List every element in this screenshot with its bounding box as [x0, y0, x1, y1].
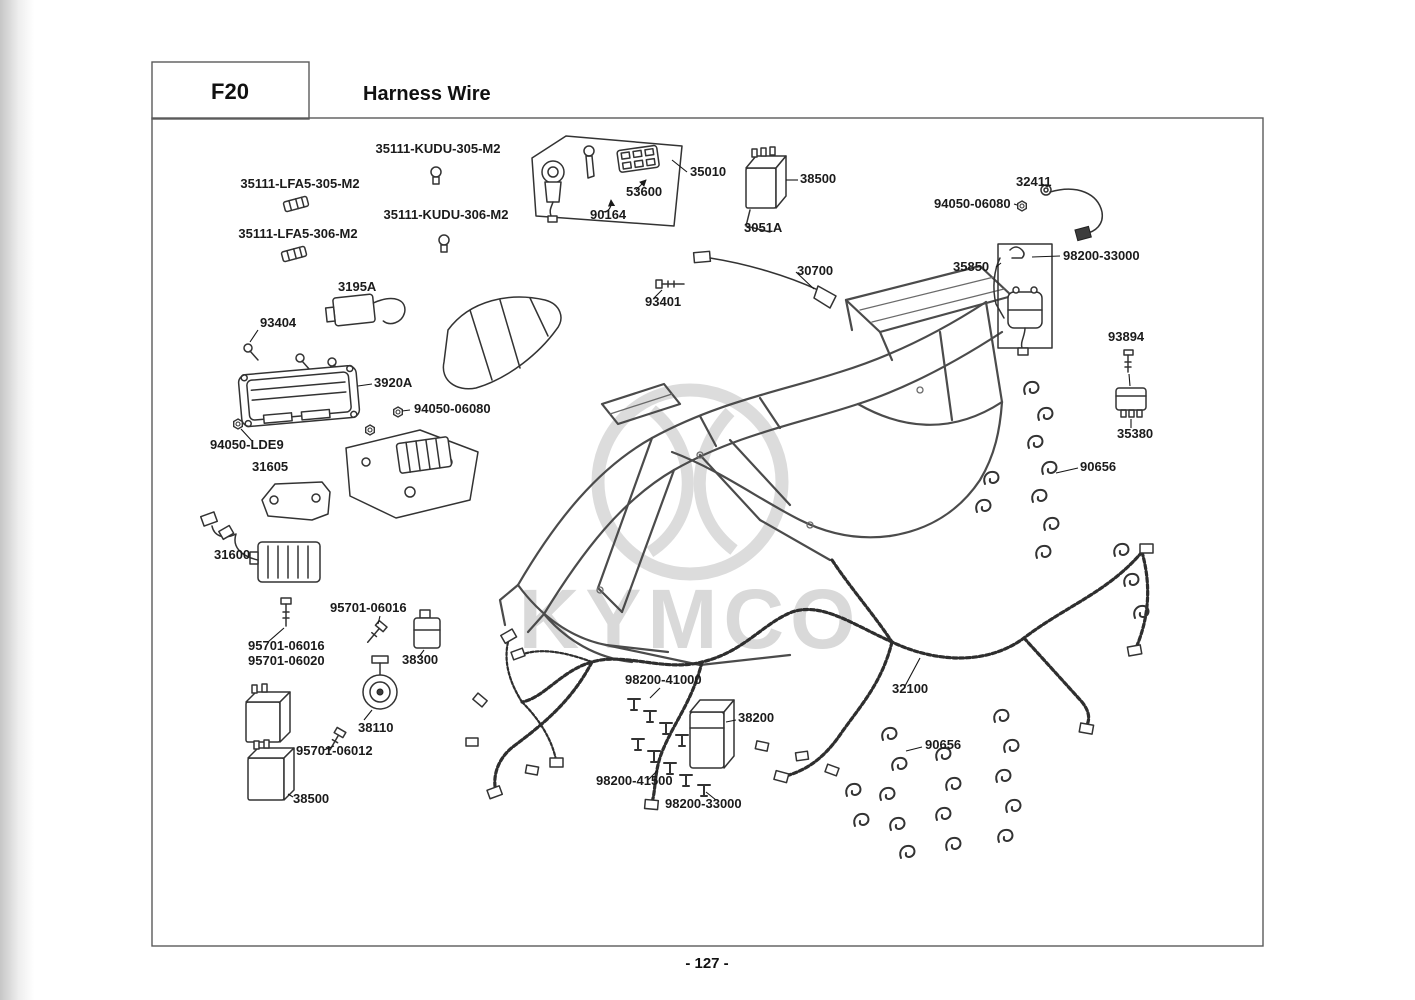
kymco-watermark: KYMCO [519, 383, 862, 666]
part-number-label: 30700 [797, 263, 833, 278]
nut-94050-lde9 [232, 418, 244, 430]
part-number-label: 3051A [744, 220, 783, 235]
cable-30700 [692, 250, 837, 309]
part-number-label: 90656 [1080, 459, 1116, 474]
part-number-label: 94050-06080 [414, 401, 491, 416]
ignition-switch-group [531, 135, 688, 227]
ecu-3920a [237, 364, 361, 428]
part-number-label: 95701-06012 [296, 743, 373, 758]
part-number-label: 53600 [626, 184, 662, 199]
flasher-38300 [413, 609, 441, 659]
part-number-label: 93401 [645, 294, 681, 309]
page-edge-shadow [0, 0, 34, 1000]
relay-38500-bottom-b [247, 739, 295, 801]
leader-lines [647, 183, 1049, 801]
part-number-labels: 35111-KUDU-305-M2 35111-LFA5-305-M2 35111-… [210, 141, 1153, 811]
watermark-text: KYMCO [519, 572, 862, 666]
section-code-box [151, 61, 310, 120]
section-code: F20 [211, 79, 249, 104]
key-icon [583, 145, 595, 179]
screw-93894 [1123, 349, 1134, 373]
cover-shield [442, 296, 562, 390]
part-number-label: 35010 [690, 164, 726, 179]
part-number-label: 94050-LDE9 [210, 437, 284, 452]
part-number-label: 38500 [293, 791, 329, 806]
part-number-label: 31600 [214, 547, 250, 562]
rectifier-31600 [199, 511, 321, 583]
part-number-label: 93894 [1108, 329, 1145, 344]
part-number-label: 32411 [1016, 174, 1051, 189]
unit-3195a [324, 293, 406, 327]
part-number-label: 38300 [402, 652, 438, 667]
atv-frame [498, 264, 1014, 667]
connector-35380 [1115, 373, 1147, 428]
connector-35111-lfa5-306 [280, 245, 308, 263]
battery-cable-32411 [1040, 184, 1104, 242]
part-number-label: 35380 [1117, 426, 1153, 441]
part-number-label: 32100 [892, 681, 928, 696]
part-number-label: 35850 [953, 259, 989, 274]
part-number-label: 98200-41000 [625, 672, 702, 687]
cable-clamps [845, 380, 1150, 859]
relay-38500-bottom-a [245, 683, 291, 743]
part-number-label: 35111-KUDU-305-M2 [375, 141, 500, 156]
part-number-label: 3920A [374, 375, 413, 390]
bolt-93401 [653, 279, 685, 299]
part-number-label: 98200-33000 [665, 796, 742, 811]
plate-31605 [261, 481, 331, 521]
nut-extra [365, 424, 375, 436]
relay-38500-top [745, 146, 798, 233]
part-number-label: 35111-KUDU-306-M2 [383, 207, 508, 222]
switch-connector-53600 [616, 144, 660, 173]
part-number-label: 98200-41500 [596, 773, 673, 788]
harness-connectors [465, 543, 1154, 811]
part-number-label: 38500 [800, 171, 836, 186]
screw-35111-kudu-306 [438, 234, 450, 253]
part-number-label: 95701-06016 [330, 600, 407, 615]
connector-35111-lfa5-305 [282, 195, 310, 213]
page-number: - 127 - [685, 955, 728, 972]
bracket-assembly [345, 429, 479, 519]
part-number-label: 93404 [260, 315, 297, 330]
part-number-label: 35111-LFA5-306-M2 [238, 226, 357, 241]
wiring-harness [465, 543, 1154, 811]
part-number-label: 98200-33000 [1063, 248, 1140, 263]
starter-relay-group [993, 243, 1061, 356]
part-number-label: 95701-06020 [248, 653, 325, 668]
part-number-label: 35111-LFA5-305-M2 [240, 176, 359, 191]
part-number-label: 95701-06016 [248, 638, 325, 653]
diagram-border [151, 117, 1264, 947]
ignition-group-outline [531, 135, 683, 227]
part-number-label: 90656 [925, 737, 961, 752]
ignition-switch [541, 160, 565, 223]
part-number-label: 38110 [358, 720, 393, 735]
part-number-label: 38200 [738, 710, 774, 725]
screw-35111-kudu-305 [430, 166, 442, 185]
page-title: Harness Wire [363, 83, 491, 105]
screws-93404 [243, 329, 343, 375]
horn-38110 [362, 655, 398, 721]
part-number-label: 94050-06080 [934, 196, 1011, 211]
fuse-box-38200 [689, 699, 737, 769]
part-number-label: 90164 [590, 207, 627, 222]
part-number-label: 31605 [252, 459, 288, 474]
nut-94050-06080-top [1017, 200, 1028, 212]
bolt-95701-left [267, 597, 292, 643]
bolt-95701-06016 [366, 619, 388, 644]
nut-94050-06080-mid [393, 406, 403, 418]
part-number-label: 3195A [338, 279, 377, 294]
